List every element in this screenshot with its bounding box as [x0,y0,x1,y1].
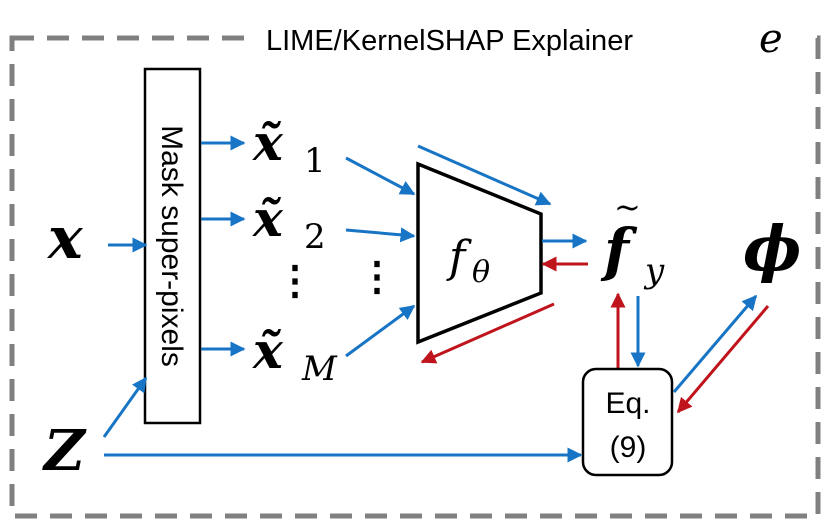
mask-superpixels-label: Mask super-pixels [155,125,188,367]
masked-sample-1: x̃ 1 [252,113,326,181]
explainer-frame [9,35,821,519]
masked-sample-m: x̃ M [252,321,338,389]
model-inputs-ellipsis: ⋮ [357,255,397,299]
masked-sample-m-subscript: M [301,349,338,389]
masked-sample-1-symbol: x̃ [252,113,284,172]
input-z-symbol: Z [42,418,87,484]
frame-title: LIME/KernelSHAP Explainer [266,25,633,57]
arrow-z-to-mask [102,376,148,438]
input-x-symbol: x [46,204,84,272]
masked-sample-m-symbol: x̃ [252,321,284,380]
arrow-phi-to-equation [676,305,770,414]
samples-ellipsis: ⋮ [275,259,315,303]
output-tilde: ~ [614,188,641,226]
masked-sample-2-subscript: 2 [304,217,326,257]
result-symbol: ϕ [743,212,801,285]
frame-title-backdrop [252,18,812,60]
equation-label-line1: Eq. [605,387,650,420]
arrow-sample-m-to-model [345,304,416,358]
arrow-equation-to-phi [672,294,758,393]
masked-sample-2-symbol: x̃ [252,189,284,248]
arrow-sample-1-to-model [345,156,416,196]
output-subscript: y [643,251,665,291]
equation-box [581,367,674,477]
masked-sample-2: x̃ 2 [252,189,326,257]
arrow-sample-2-to-model [345,227,416,243]
equation-label-line2: (9) [610,431,647,464]
gradient-backward-bottom-arrow [420,302,555,364]
explainer-symbol: e [759,16,783,62]
masked-sample-1-subscript: 1 [304,141,326,181]
output-symbol: f [600,216,638,284]
mask-superpixels-box [143,67,202,425]
model-block [416,161,543,345]
gradient-forward-top-arrow [417,144,552,206]
model-label-subscript: θ [472,255,490,290]
